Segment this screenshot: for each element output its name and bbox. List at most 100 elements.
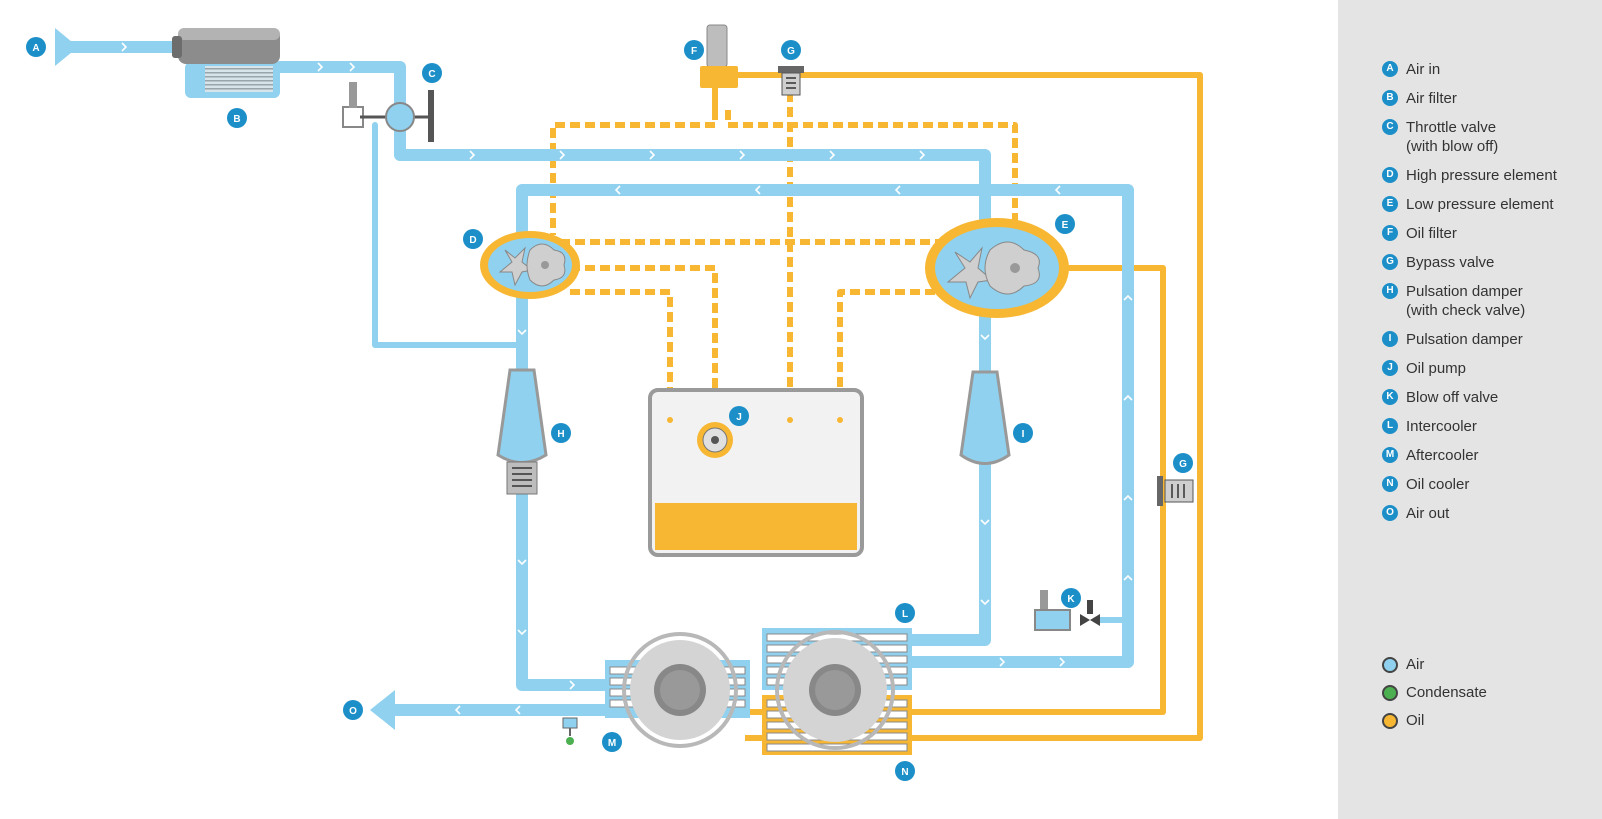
badge-J: J <box>729 406 749 426</box>
svg-text:A: A <box>32 43 39 54</box>
air-damper-to-aftercooler-pipe <box>516 489 611 691</box>
cooler-fan <box>775 630 895 750</box>
legend-badge: G <box>1382 254 1398 270</box>
svg-text:C: C <box>428 69 435 80</box>
oil-feed-right-pipe <box>725 110 1018 225</box>
legend-label: Oil filter <box>1406 225 1457 242</box>
legend-item-f: F Oil filter <box>1382 224 1557 243</box>
legend-badge: D <box>1382 167 1398 183</box>
legend-item-h: H Pulsation damper (with check valve) <box>1382 282 1557 320</box>
legend-item-b: B Air filter <box>1382 89 1557 108</box>
air-damper-to-intercooler-pipe <box>904 454 991 646</box>
condensate-drain <box>562 717 578 745</box>
svg-text:K: K <box>1067 594 1075 605</box>
air-inlet-funnel <box>55 28 72 66</box>
badge-G-top: G <box>781 40 801 60</box>
pulsation-damper <box>959 370 1011 465</box>
badge-L: L <box>895 603 915 623</box>
svg-text:G: G <box>1179 459 1187 470</box>
oil-main-return-pipe <box>738 72 1203 741</box>
legend-item-i: I Pulsation damper <box>1382 330 1557 349</box>
badge-M: M <box>602 732 622 752</box>
legend-badge: O <box>1382 505 1398 521</box>
oil-pump-component <box>697 422 733 458</box>
fluid-key-air: Air <box>1382 656 1487 673</box>
legend-label: High pressure element <box>1406 167 1557 184</box>
oil-hp-drain2-pipe <box>570 289 673 420</box>
oil-feed-left-pipe <box>550 110 718 235</box>
legend-item-d: D High pressure element <box>1382 166 1557 185</box>
legend-label: Low pressure element <box>1406 196 1554 213</box>
legend-label: Pulsation damper (with check valve) <box>1406 283 1526 319</box>
legend-badge: F <box>1382 225 1398 241</box>
air-flow-arrows <box>121 42 1133 715</box>
badge-G-right: G <box>1173 453 1193 473</box>
legend-badge: I <box>1382 331 1398 347</box>
oil-hp-drain-pipe <box>570 265 718 430</box>
legend-badge: M <box>1382 447 1398 463</box>
legend-badge: B <box>1382 90 1398 106</box>
legend-badge: A <box>1382 61 1398 77</box>
svg-text:J: J <box>736 412 742 423</box>
legend-badge: H <box>1382 283 1398 299</box>
legend-label: Air filter <box>1406 90 1457 107</box>
svg-text:N: N <box>901 767 908 778</box>
legend-label: Intercooler <box>1406 418 1477 435</box>
badge-I: I <box>1013 423 1033 443</box>
badge-B: B <box>227 108 247 128</box>
legend-label: Air out <box>1406 505 1450 522</box>
legend-label: Oil pump <box>1406 360 1467 377</box>
air-blowoff-pipe <box>372 122 525 348</box>
oil-tank <box>648 388 864 557</box>
svg-text:H: H <box>557 429 564 440</box>
svg-text:O: O <box>349 706 357 717</box>
fluid-swatch <box>1382 712 1398 729</box>
bypass-valve-right-component <box>1157 476 1194 506</box>
legend-label: Pulsation damper <box>1406 331 1523 348</box>
badge-E: E <box>1055 214 1075 234</box>
svg-text:F: F <box>691 46 697 57</box>
legend-item-l: L Intercooler <box>1382 417 1557 436</box>
legend-badge: J <box>1382 360 1398 376</box>
component-badges: A B C D E F G G H I J K L M N O <box>26 37 1193 781</box>
air-outlet-arrow <box>370 690 395 730</box>
throttle-valve-component <box>342 82 434 142</box>
badge-N: N <box>895 761 915 781</box>
legend-item-g: G Bypass valve <box>1382 253 1557 272</box>
legend-label: Air in <box>1406 61 1441 78</box>
legend-label: Bypass valve <box>1406 254 1495 271</box>
legend-badge: L <box>1382 418 1398 434</box>
low-pressure-element <box>925 218 1069 318</box>
badge-A: A <box>26 37 46 57</box>
fluid-key-oil: Oil <box>1382 712 1487 729</box>
badge-D: D <box>463 229 483 249</box>
legend-badge: E <box>1382 196 1398 212</box>
legend-badge: K <box>1382 389 1398 405</box>
air-filter-to-lp-pipe <box>274 61 991 266</box>
legend-item-e: E Low pressure element <box>1382 195 1557 214</box>
svg-text:I: I <box>1022 429 1025 440</box>
svg-text:L: L <box>902 609 908 620</box>
air-circuit <box>64 41 1134 716</box>
legend-label: Aftercooler <box>1406 447 1479 464</box>
badge-O: O <box>343 700 363 720</box>
svg-text:B: B <box>233 114 240 125</box>
legend-item-j: J Oil pump <box>1382 359 1557 378</box>
legend-badge: N <box>1382 476 1398 492</box>
air-filter-component <box>172 28 280 98</box>
svg-text:M: M <box>608 738 616 749</box>
svg-text:E: E <box>1062 220 1069 231</box>
blow-off-valve-component <box>1034 590 1100 631</box>
oil-drip-markers <box>667 417 843 423</box>
badge-K: K <box>1061 588 1081 608</box>
fluid-swatch <box>1382 684 1398 701</box>
fluid-label: Condensate <box>1406 684 1487 701</box>
legend-item-m: M Aftercooler <box>1382 446 1557 465</box>
bypass-valve-top-component <box>778 66 804 96</box>
legend-label: Throttle valve (with blow off) <box>1406 119 1499 155</box>
